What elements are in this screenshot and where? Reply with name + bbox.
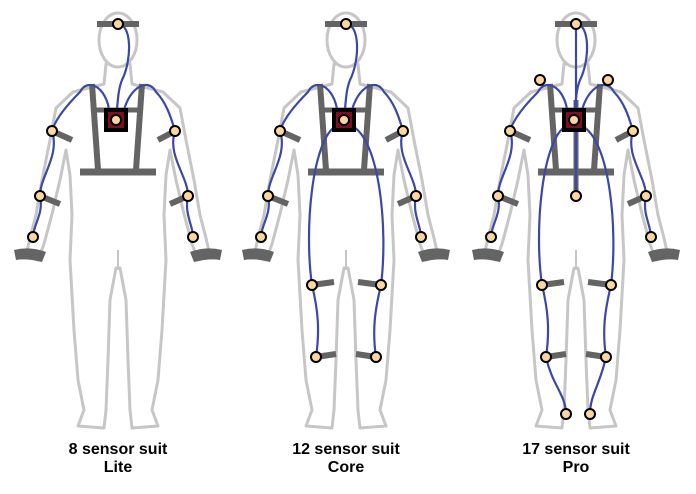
sensor-forearm-left: [34, 190, 46, 202]
sensor-shoulder-right: [602, 74, 614, 86]
suit-title: 17 sensor suit: [522, 441, 630, 458]
sensor-hand-right: [645, 231, 657, 243]
sensor-shoulder-left: [534, 74, 546, 86]
glove-left: [14, 248, 46, 262]
wire-leg-left: [537, 125, 568, 415]
sensor-hand-right: [415, 231, 427, 243]
sensor-upper-arm-right: [627, 125, 639, 137]
harness-strap-right: [133, 83, 145, 171]
wire-leg-left: [307, 125, 337, 358]
sensor-thigh-right: [375, 279, 387, 291]
sensor-sternum: [568, 114, 580, 126]
sensor-head: [570, 18, 582, 30]
sensor-shin-right: [370, 351, 382, 363]
sensor-upper-arm-right: [397, 125, 409, 137]
suit-label-pro: 17 sensor suit Pro: [476, 441, 676, 477]
suit-label-core: 12 sensor suit Core: [246, 441, 446, 477]
sensor-thigh-left: [536, 279, 548, 291]
sensor-pelvis: [570, 190, 582, 202]
harness-strap-left: [547, 83, 559, 171]
glove-left: [472, 248, 504, 262]
sensor-foot-left: [560, 408, 572, 420]
harness-strap-right: [591, 83, 603, 171]
sensor-sternum: [110, 114, 122, 126]
suit-title: 12 sensor suit: [292, 441, 400, 458]
sensor-hand-right: [187, 231, 199, 243]
sensor-forearm-right: [640, 190, 652, 202]
suit-name: Pro: [562, 459, 590, 476]
sensor-upper-arm-left: [274, 125, 286, 137]
sensor-head: [112, 18, 124, 30]
sensor-forearm-left: [492, 190, 504, 202]
sensor-thigh-left: [306, 279, 318, 291]
wire-leg-right: [581, 125, 615, 415]
sensor-thigh-right: [605, 279, 617, 291]
suit-label-lite: 8 sensor suit Lite: [18, 441, 218, 477]
sensor-upper-arm-right: [169, 125, 181, 137]
suit-figure-lite: [14, 11, 222, 430]
wire-head: [114, 22, 131, 121]
suit-title: 8 sensor suit: [68, 441, 168, 458]
suit-figure-pro: [472, 11, 680, 430]
glove-right: [648, 248, 680, 262]
sensor-hand-left: [485, 231, 497, 243]
suit-name: Core: [327, 459, 365, 476]
sensor-foot-right: [584, 408, 596, 420]
harness-strap-right: [361, 83, 373, 171]
sensor-shin-left: [310, 351, 322, 363]
harness-strap-left: [317, 83, 329, 171]
glove-right: [418, 248, 450, 262]
suit-name: Lite: [103, 459, 133, 476]
sensor-shin-right: [600, 351, 612, 363]
glove-left: [242, 248, 274, 262]
sensor-upper-arm-left: [504, 125, 516, 137]
sensor-forearm-left: [262, 190, 274, 202]
sensor-hand-left: [27, 231, 39, 243]
sensor-forearm-right: [182, 190, 194, 202]
sensor-shin-left: [540, 351, 552, 363]
sensor-sternum: [338, 114, 350, 126]
glove-right: [190, 248, 222, 262]
sensor-forearm-right: [410, 190, 422, 202]
suit-figure-core: [242, 11, 450, 430]
wire-leg-right: [351, 125, 385, 358]
wire-head: [342, 22, 359, 121]
harness-strap-left: [89, 83, 101, 171]
sensor-hand-left: [255, 231, 267, 243]
sensor-upper-arm-left: [46, 125, 58, 137]
sensor-head: [340, 18, 352, 30]
